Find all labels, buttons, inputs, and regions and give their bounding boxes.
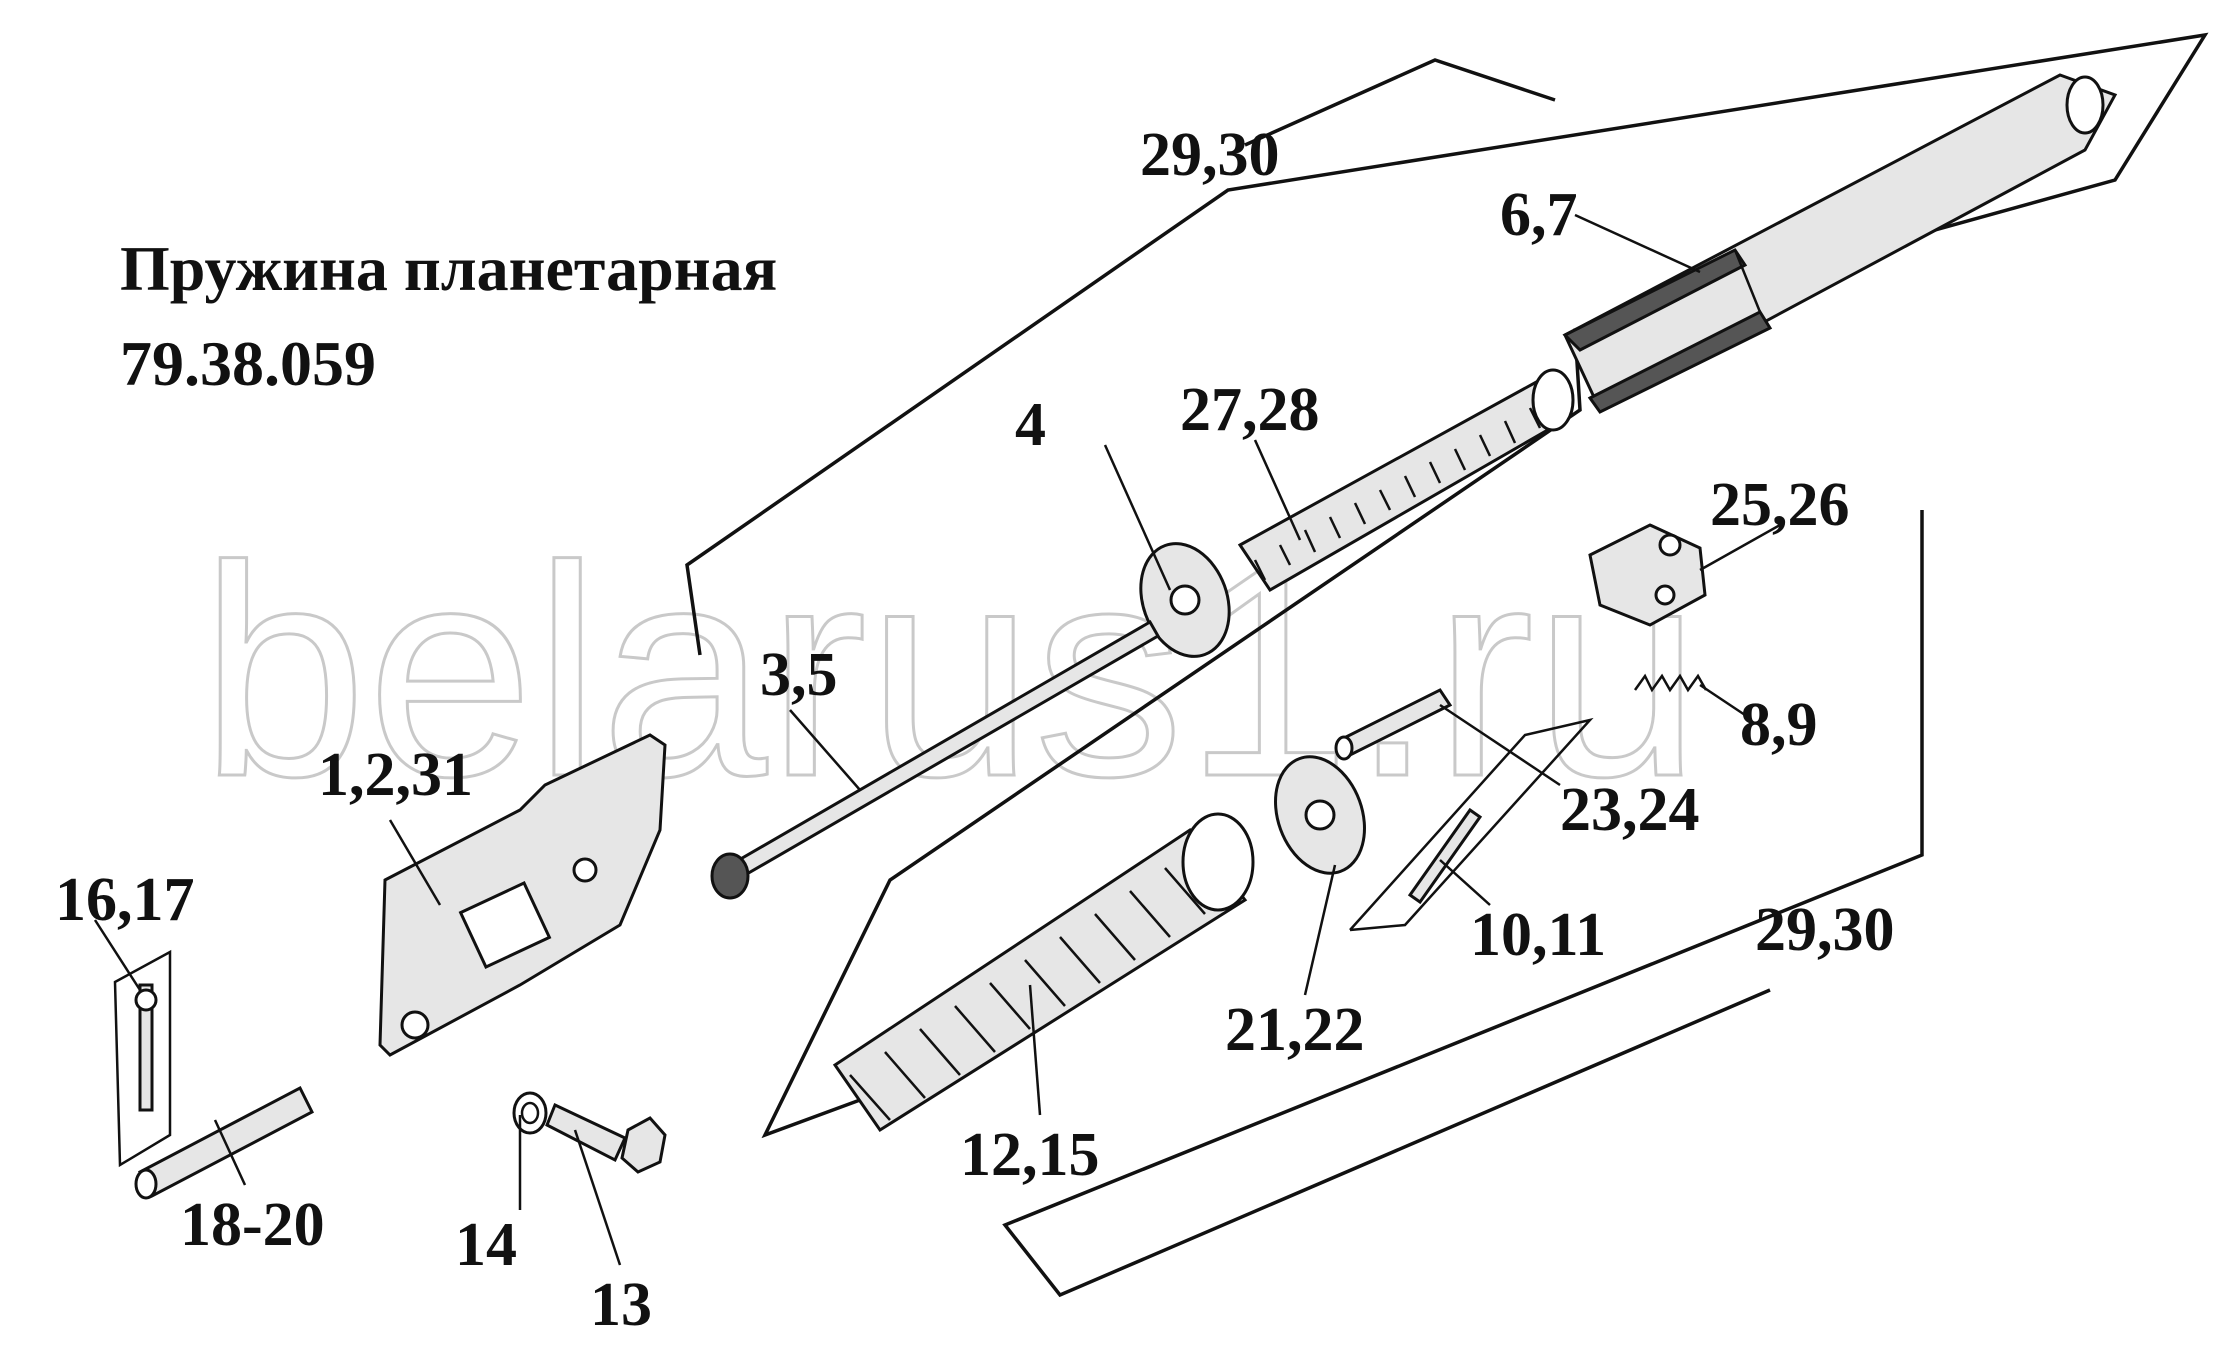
spring-part-8-9 bbox=[1633, 673, 1708, 693]
callout-27-28: 27,28 bbox=[1180, 376, 1320, 444]
callout-29-30-top: 29,30 bbox=[1140, 121, 1280, 189]
plate-part-1-2-31 bbox=[378, 733, 667, 1057]
callout-6-7: 6,7 bbox=[1500, 181, 1578, 249]
block-part-25-26 bbox=[1588, 523, 1707, 627]
tube-part-6-7 bbox=[1562, 73, 2118, 414]
assembly-bracket-bottom bbox=[1002, 510, 1924, 1298]
callout-1-2-31: 1,2,31 bbox=[318, 741, 473, 809]
callout-29-30-right: 29,30 bbox=[1755, 896, 1895, 964]
callout-labels: 29,30 6,7 27,28 4 25,26 3,5 8,9 1,2,31 2… bbox=[55, 121, 1895, 1339]
cotter-part-10-11 bbox=[1349, 717, 1594, 932]
cotter-pin-part-16-17 bbox=[113, 949, 172, 1168]
callout-10-11: 10,11 bbox=[1470, 901, 1606, 969]
callout-4: 4 bbox=[1015, 391, 1046, 459]
callout-12-15: 12,15 bbox=[960, 1121, 1100, 1189]
pin-part-18-20 bbox=[134, 1085, 314, 1200]
spring-part-27-28 bbox=[1237, 368, 1575, 593]
diagram-title: Пружина планетарная bbox=[120, 233, 777, 304]
bolt-part-13 bbox=[545, 1102, 667, 1174]
tube-end bbox=[2065, 75, 2105, 135]
pin-part-23-24 bbox=[1334, 688, 1453, 761]
spring-part-12-15 bbox=[832, 812, 1255, 1133]
callout-8-9: 8,9 bbox=[1740, 691, 1818, 759]
rod-part-3-5 bbox=[710, 619, 1161, 900]
callout-25-26: 25,26 bbox=[1710, 471, 1850, 539]
callout-3-5: 3,5 bbox=[760, 641, 838, 709]
disc-part-21-22 bbox=[1274, 755, 1366, 875]
callout-13: 13 bbox=[590, 1271, 652, 1339]
leader-lines bbox=[93, 213, 1781, 1266]
part-number: 79.38.059 bbox=[120, 328, 376, 399]
callout-23-24: 23,24 bbox=[1560, 776, 1700, 844]
callout-18-20: 18-20 bbox=[180, 1191, 325, 1259]
callout-16-17: 16,17 bbox=[55, 866, 195, 934]
washer-part-14 bbox=[512, 1091, 548, 1135]
watermark-text: belarus1.ru bbox=[200, 503, 1701, 839]
callout-21-22: 21,22 bbox=[1225, 996, 1365, 1064]
callout-14: 14 bbox=[455, 1211, 517, 1279]
